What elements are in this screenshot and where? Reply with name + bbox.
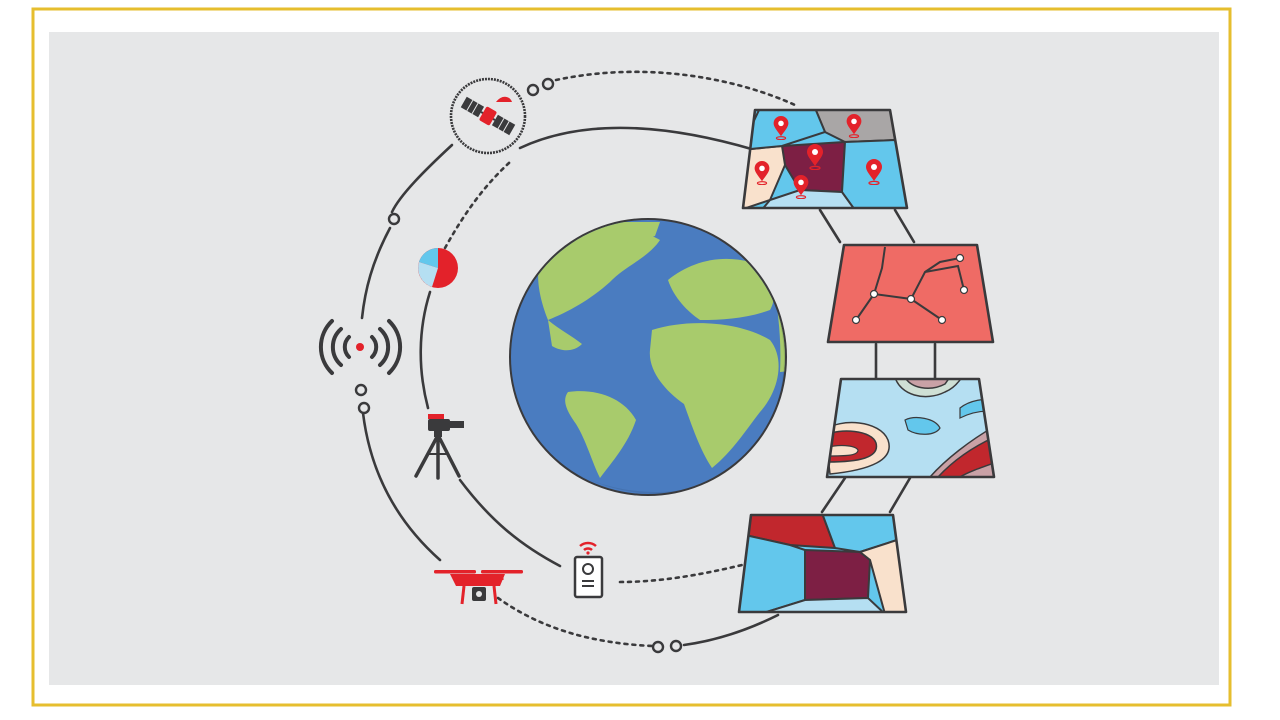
- region-map: [737, 513, 908, 614]
- orbit-nodes: [354, 77, 683, 654]
- mobile-device-icon: [573, 541, 604, 599]
- location-pins-map: [741, 108, 909, 210]
- wireless-signal-icon: [318, 319, 403, 375]
- pie-chart-icon: [418, 248, 458, 288]
- drone-icon: [434, 570, 523, 605]
- orbit-lines: [360, 70, 937, 648]
- globe: [509, 218, 787, 496]
- network-map: [826, 243, 995, 344]
- survey-tripod-icon: [414, 414, 464, 480]
- contour-map: [825, 377, 996, 479]
- satellite-icon: [449, 77, 527, 155]
